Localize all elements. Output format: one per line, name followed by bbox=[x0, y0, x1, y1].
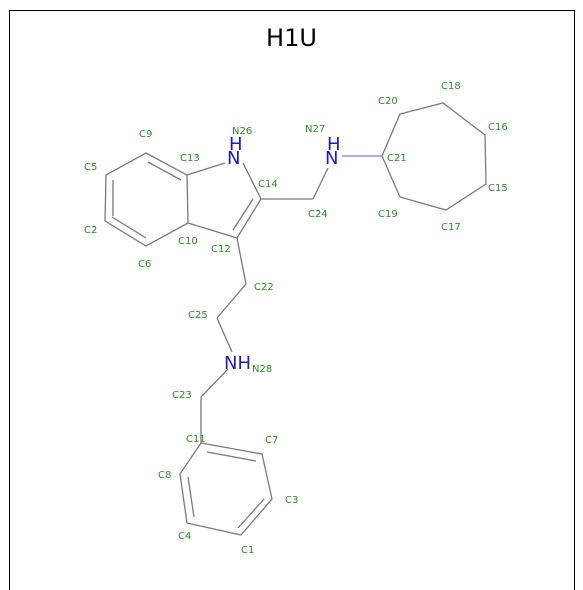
atom-label-c4: C4 bbox=[178, 531, 191, 542]
n26-hydrogen: H bbox=[229, 134, 243, 155]
indole-system bbox=[104, 152, 262, 247]
atom-label-c7: C7 bbox=[265, 435, 278, 446]
atom-label-c19: C19 bbox=[378, 209, 398, 220]
benzyl-chain bbox=[200, 237, 247, 443]
atom-label-c8: C8 bbox=[158, 470, 171, 481]
atom-label-c24: C24 bbox=[308, 209, 328, 220]
cycloheptane-ring bbox=[381, 102, 487, 211]
atom-label-c16: C16 bbox=[488, 122, 508, 133]
frame-border bbox=[9, 10, 575, 590]
atom-label-c9: C9 bbox=[139, 129, 152, 140]
atom-label-c6: C6 bbox=[138, 259, 151, 270]
atom-label-c18: C18 bbox=[441, 81, 461, 92]
atom-label-c14: C14 bbox=[258, 179, 278, 190]
aminomethyl-linker bbox=[261, 155, 382, 200]
atom-label-c15: C15 bbox=[488, 183, 508, 194]
atom-label-c21: C21 bbox=[387, 153, 407, 164]
atom-label-c2: C2 bbox=[84, 225, 97, 236]
atom-label-c20: C20 bbox=[378, 96, 398, 107]
atom-label-c10: C10 bbox=[178, 236, 198, 247]
atom-label-n27: N27 bbox=[305, 124, 325, 135]
atom-label-c11: C11 bbox=[186, 434, 206, 445]
atom-label-c5: C5 bbox=[84, 162, 97, 173]
atom-label-c3: C3 bbox=[285, 495, 298, 506]
atom-label-c25: C25 bbox=[188, 310, 208, 321]
atom-label-c13: C13 bbox=[180, 153, 200, 164]
n26-symbol: N bbox=[227, 148, 240, 169]
atom-label-c22: C22 bbox=[254, 282, 274, 293]
atom-label-c12: C12 bbox=[211, 244, 231, 255]
atom-label-c23: C23 bbox=[172, 390, 192, 401]
n27-hydrogen: H bbox=[327, 134, 341, 155]
molecule-title: H1U bbox=[266, 24, 317, 52]
n28-symbol: NH bbox=[224, 353, 251, 374]
atom-label-n26: N26 bbox=[232, 126, 252, 137]
atom-label-n28: N28 bbox=[252, 364, 272, 375]
atom-label-c1: C1 bbox=[241, 545, 254, 556]
atom-label-c17: C17 bbox=[441, 222, 461, 233]
n27-symbol: N bbox=[325, 148, 338, 169]
benzene-ring-bottom bbox=[179, 442, 273, 536]
